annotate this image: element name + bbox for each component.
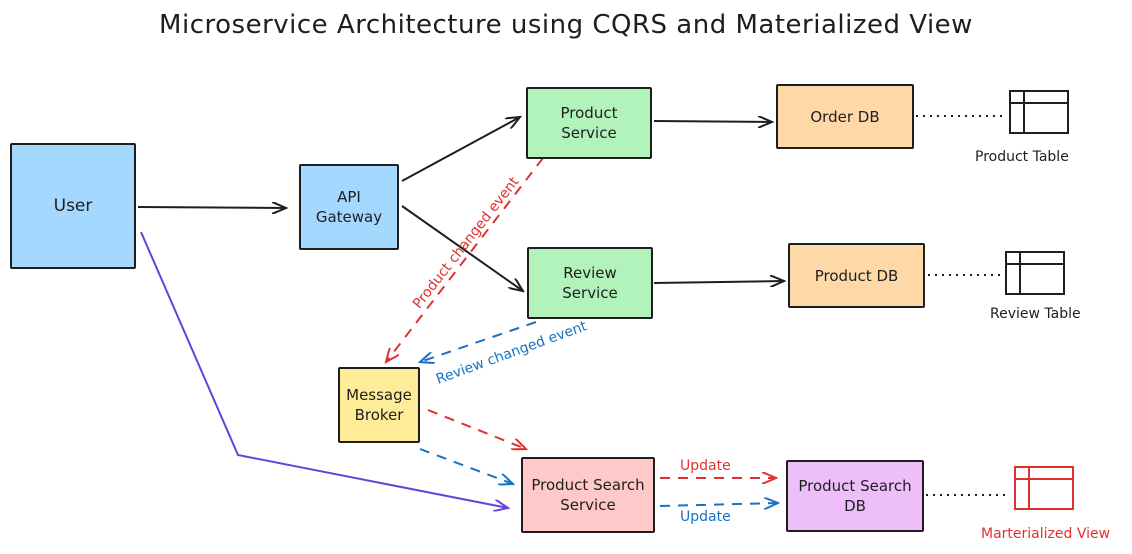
order-db-label: Order DB (810, 107, 880, 126)
message-broker-node: Message Broker (338, 367, 420, 443)
order-db-node: Order DB (776, 84, 914, 149)
review-service-label: Review Service (562, 264, 618, 302)
arrow-user-to-search-service (140, 231, 508, 508)
product-search-service-label: Product Search Service (531, 476, 645, 514)
arrow-gateway-to-review-service (401, 205, 523, 291)
product-search-db-node: Product Search DB (786, 460, 924, 532)
product-db-label: Product DB (814, 266, 899, 285)
update-blue-label: Update (680, 509, 731, 525)
message-broker-label: Message Broker (346, 386, 412, 424)
api-gateway-node: API Gateway (299, 164, 399, 250)
product-search-db-label: Product Search DB (798, 477, 912, 515)
arrow-update-blue (659, 503, 778, 506)
arrow-product-changed-event (386, 157, 544, 362)
arrow-gateway-to-product-service (401, 117, 520, 182)
review-table-icon (1005, 251, 1065, 295)
product-search-service-node: Product Search Service (521, 457, 655, 533)
api-gateway-label: API Gateway (315, 188, 383, 226)
user-label: User (53, 196, 93, 216)
arrow-review-changed-event (420, 321, 537, 362)
arrow-broker-to-search-blue (419, 448, 513, 484)
product-service-node: Product Service (526, 87, 652, 159)
update-red-label: Update (680, 458, 731, 474)
review-service-node: Review Service (527, 247, 653, 319)
arrow-review-service-to-product-db (653, 281, 784, 283)
arrow-product-service-to-order-db (653, 121, 772, 122)
materialized-view-label: Marterialized View (981, 526, 1111, 542)
product-db-node: Product DB (788, 243, 925, 308)
product-service-label: Product Service (560, 104, 618, 142)
review-table-label: Review Table (990, 306, 1081, 322)
diagram-title: Microservice Architecture using CQRS and… (159, 10, 973, 40)
arrow-user-to-gateway (137, 207, 286, 208)
materialized-view-icon (1014, 466, 1074, 510)
arrow-broker-to-search-red (427, 409, 526, 449)
product-table-icon (1009, 90, 1069, 134)
user-node: User (10, 143, 136, 269)
product-table-label: Product Table (975, 149, 1069, 165)
